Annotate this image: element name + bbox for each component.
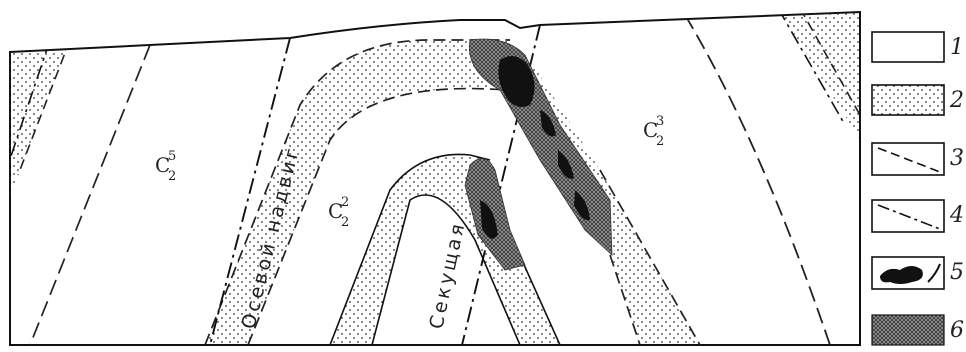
legend-item-4: 4 xyxy=(872,200,964,232)
svg-text:3: 3 xyxy=(656,114,664,129)
svg-text:5: 5 xyxy=(950,260,964,285)
svg-text:2: 2 xyxy=(949,88,964,113)
svg-text:2: 2 xyxy=(341,215,349,230)
svg-text:2: 2 xyxy=(341,195,349,210)
legend: 1 2 3 4 5 6 xyxy=(872,32,964,345)
svg-text:4: 4 xyxy=(949,203,964,228)
svg-text:5: 5 xyxy=(168,149,176,164)
legend-item-3: 3 xyxy=(872,143,964,175)
svg-text:3: 3 xyxy=(950,146,964,171)
svg-text:2: 2 xyxy=(656,134,664,149)
svg-text:1: 1 xyxy=(950,35,964,60)
svg-text:2: 2 xyxy=(168,169,176,184)
legend-item-2: 2 xyxy=(872,85,964,115)
legend-item-1: 1 xyxy=(872,32,964,62)
svg-text:6: 6 xyxy=(950,318,964,343)
legend-item-5: 5 xyxy=(872,257,964,289)
legend-item-6: 6 xyxy=(872,315,964,345)
